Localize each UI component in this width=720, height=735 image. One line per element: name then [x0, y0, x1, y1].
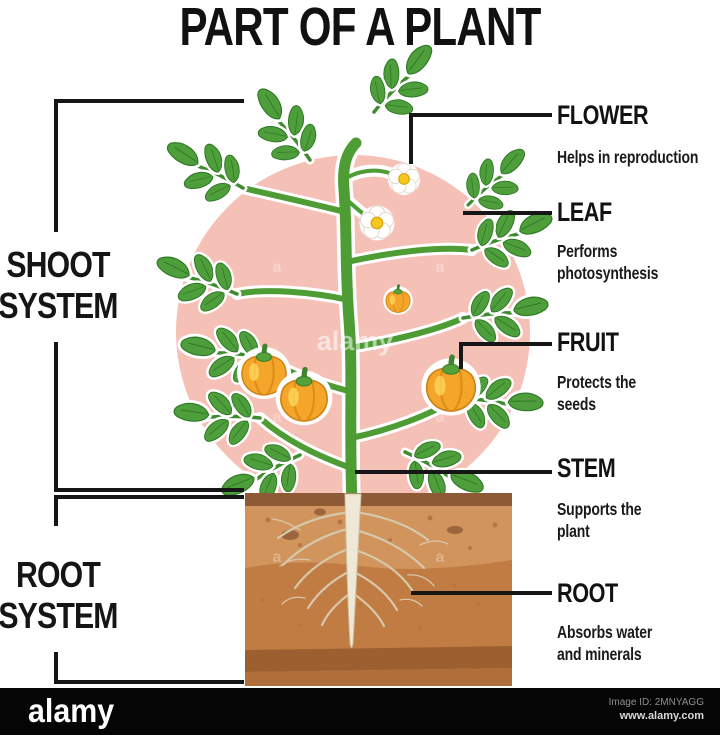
watermark-tile: a	[273, 259, 282, 276]
stem-desc-line1: Supports the	[557, 499, 642, 519]
root-system-label: ROOT SYSTEM	[0, 554, 124, 636]
watermark-tile: a	[273, 409, 282, 426]
root-label: ROOT	[557, 578, 618, 608]
fruit-leader-elbow	[459, 342, 463, 369]
leaf-desc-line1: Performs	[557, 241, 618, 261]
shoot-system-line1: SHOOT	[6, 244, 110, 285]
soil-speckles	[259, 515, 498, 631]
soil-clods	[281, 508, 463, 540]
root-system-line2: SYSTEM	[0, 595, 118, 636]
stem-label: STEM	[557, 453, 616, 483]
flower-leader-line	[409, 113, 552, 117]
fruit-description: Protects the seeds	[557, 371, 717, 415]
stem-leader-line	[355, 470, 552, 474]
stem-description: Supports the plant	[557, 498, 717, 542]
fruit-desc-line1: Protects the	[557, 372, 636, 392]
watermark-tile: a	[436, 259, 445, 276]
root-bracket-bottom-line	[54, 680, 244, 684]
alamy-footer-bar: alamy Image ID: 2MNYAGG www.alamy.com	[0, 688, 720, 735]
root-leader-line	[411, 591, 552, 595]
root-bracket-top-line	[54, 495, 244, 499]
alamy-logo: alamy	[28, 692, 115, 729]
flower-label: FLOWER	[557, 100, 649, 130]
tap-root	[344, 493, 362, 648]
shoot-bracket-lower-line	[54, 342, 58, 492]
root-description: Absorbs water and minerals	[557, 621, 717, 665]
root-desc-line1: Absorbs water	[557, 622, 653, 642]
shoot-bracket-bottom-line	[54, 488, 244, 492]
root-system-line1: ROOT	[16, 554, 101, 595]
fruit-leader-line	[459, 342, 552, 346]
root-system-roots	[271, 493, 449, 648]
shoot-system-label: SHOOT SYSTEM	[0, 244, 124, 326]
watermark-tile: a	[273, 549, 282, 566]
soil-block	[245, 493, 512, 686]
fruit-label: FRUIT	[557, 327, 619, 357]
flower-description: Helps in reproduction	[557, 146, 717, 168]
shoot-system-line2: SYSTEM	[0, 285, 118, 326]
root-bracket-lower-line	[54, 652, 58, 684]
flower-leader-elbow	[409, 113, 413, 164]
watermark-tile: a	[436, 409, 445, 426]
watermark: alamy a a a a a a	[273, 259, 445, 566]
shoot-bracket-upper-line	[54, 99, 58, 232]
image-id-text: Image ID: 2MNYAGG	[608, 697, 704, 708]
watermark-center-text: alamy	[317, 326, 394, 356]
stem-desc-line2: plant	[557, 521, 590, 541]
watermark-tile: a	[436, 549, 445, 566]
page-title: PART OF A PLANT	[179, 0, 541, 57]
alamy-website-text: www.alamy.com	[619, 710, 704, 722]
leaf-label: LEAF	[557, 197, 612, 227]
shoot-bracket-top-line	[54, 99, 244, 103]
leaf-leader-line	[463, 211, 552, 215]
leaf-description: Performs photosynthesis	[557, 240, 717, 284]
fruit-desc-line2: seeds	[557, 394, 596, 414]
root-desc-line2: and minerals	[557, 644, 642, 664]
flower-desc-line1: Helps in reproduction	[557, 147, 699, 167]
leaf-desc-line2: photosynthesis	[557, 263, 659, 283]
root-bracket-upper-line	[54, 495, 58, 526]
lateral-roots	[271, 510, 449, 628]
